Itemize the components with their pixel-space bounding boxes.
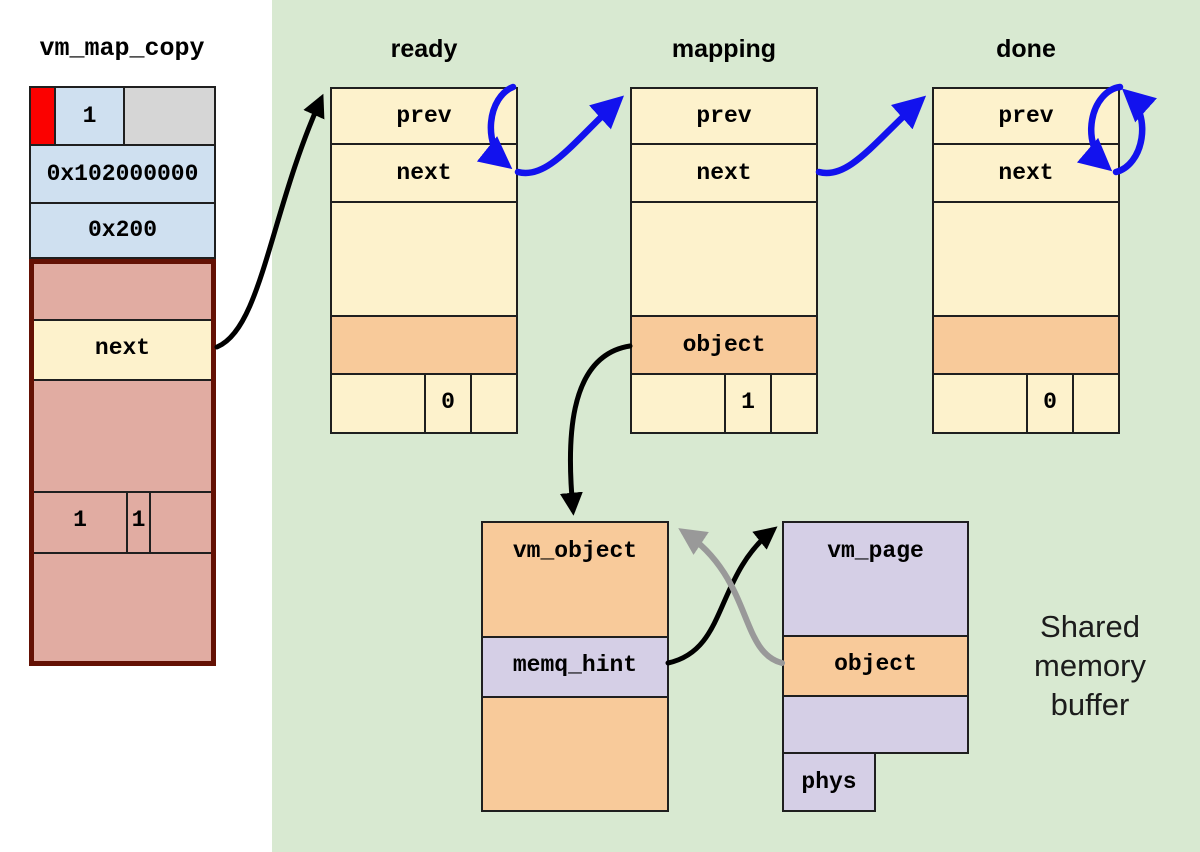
mapping-footer-cell-left: [632, 375, 726, 432]
mapping-spacer-cell: [632, 203, 816, 317]
ready-footer-cell-right: [472, 375, 516, 432]
queue-node-ready: prev next 0: [330, 87, 518, 434]
done-spacer-cell: [934, 203, 1118, 317]
queue-title-done: done: [996, 35, 1056, 63]
kdata-flag-cell-3: [151, 493, 211, 552]
shared-memory-buffer-label: Shared memory buffer: [1000, 607, 1180, 724]
mapping-footer-row: 1: [632, 375, 816, 432]
ready-next-cell: next: [332, 145, 516, 203]
memq-hint-cell: memq_hint: [483, 636, 667, 698]
done-footer-row: 0: [934, 375, 1118, 432]
mapping-footer-cell-right: [772, 375, 816, 432]
vm-map-copy-type-row: 1: [31, 88, 214, 146]
kdata-flags-row: 1 1: [34, 491, 211, 554]
mapping-count-cell: 1: [726, 375, 772, 432]
vm-map-copy-header-box: 1 0x102000000 0x200: [29, 86, 216, 259]
done-footer-cell-right: [1074, 375, 1118, 432]
vm-page-object-cell: object: [784, 635, 967, 697]
queue-node-mapping: prev next object 1: [630, 87, 818, 434]
queue-node-done: prev next 0: [932, 87, 1120, 434]
ready-footer-row: 0: [332, 375, 516, 432]
offset-cell: 0x102000000: [31, 146, 214, 204]
kdata-next-cell: next: [34, 319, 211, 381]
done-footer-cell-left: [934, 375, 1028, 432]
queue-title-ready: ready: [390, 35, 458, 63]
ready-spacer-cell: [332, 203, 516, 317]
done-count-cell: 0: [1028, 375, 1074, 432]
padding-cell: [125, 88, 214, 144]
done-object-cell: [934, 317, 1118, 375]
vm-map-copy-title: vm_map_copy: [39, 34, 205, 63]
ready-prev-cell: prev: [332, 89, 516, 145]
ready-object-cell: [332, 317, 516, 375]
vm-map-copy-kernel-data-box: next 1 1: [29, 259, 216, 666]
vm-object-title-cell: vm_object: [512, 538, 638, 564]
done-next-cell: next: [934, 145, 1118, 203]
vm-page-box: vm_page object: [782, 521, 969, 754]
type-value-cell: 1: [56, 88, 125, 144]
vm-page-phys-cell: phys: [782, 752, 876, 812]
ready-count-cell: 0: [426, 375, 472, 432]
annotation-line-3: buffer: [1050, 687, 1130, 722]
queue-title-mapping: mapping: [671, 35, 777, 63]
size-cell: 0x200: [87, 217, 157, 243]
mapping-next-cell: next: [632, 145, 816, 203]
mapping-prev-cell: prev: [632, 89, 816, 145]
red-flag-cell: [31, 88, 56, 144]
annotation-line-1: Shared: [1040, 609, 1140, 644]
ready-footer-cell-left: [332, 375, 426, 432]
mapping-object-cell: object: [632, 317, 816, 375]
kdata-flag-cell-2: 1: [128, 493, 151, 552]
done-prev-cell: prev: [934, 89, 1118, 145]
annotation-line-2: memory: [1034, 648, 1146, 683]
kdata-flag-cell-1: 1: [34, 493, 128, 552]
vm-page-title-cell: vm_page: [827, 538, 924, 564]
vm-object-box: vm_object memq_hint: [481, 521, 669, 812]
